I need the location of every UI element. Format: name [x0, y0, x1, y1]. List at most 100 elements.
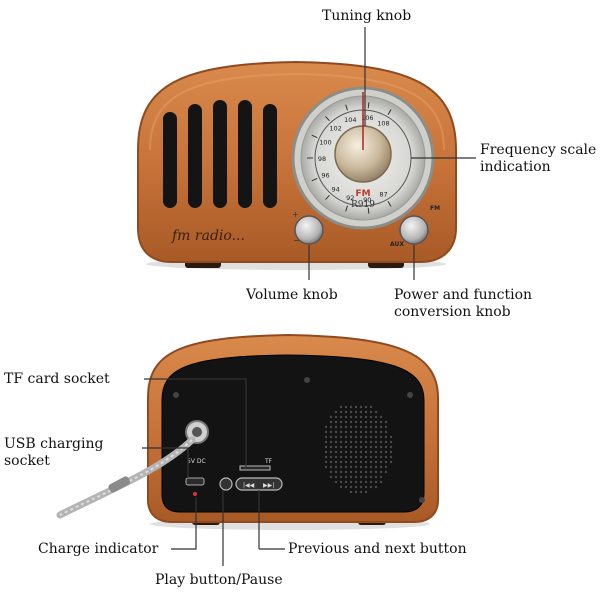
speaker-hole	[364, 440, 368, 444]
speaker-hole	[329, 415, 333, 419]
speaker-hole	[389, 435, 393, 439]
speaker-hole	[349, 455, 353, 459]
speaker-hole	[354, 490, 358, 494]
speaker-hole	[329, 460, 333, 464]
speaker-hole	[354, 460, 358, 464]
speaker-hole	[329, 455, 333, 459]
dial-number: 106	[361, 114, 373, 122]
speaker-hole	[329, 445, 333, 449]
speaker-hole	[364, 475, 368, 479]
speaker-hole	[349, 425, 353, 429]
speaker-hole	[329, 470, 333, 474]
speaker-hole	[374, 475, 378, 479]
speaker-hole	[379, 415, 383, 419]
speaker-hole	[384, 440, 388, 444]
dial-tick	[345, 104, 348, 111]
speaker-hole	[349, 485, 353, 489]
speaker-hole	[349, 470, 353, 474]
speaker-hole	[379, 425, 383, 429]
speaker-hole	[359, 490, 363, 494]
speaker-hole	[359, 420, 363, 424]
speaker-hole	[344, 430, 348, 434]
speaker-hole	[374, 440, 378, 444]
speaker-hole	[369, 405, 373, 409]
power-function-knob[interactable]	[399, 215, 429, 245]
speaker-hole	[344, 405, 348, 409]
speaker-hole	[334, 445, 338, 449]
speaker-hole	[334, 465, 338, 469]
speaker-hole	[354, 475, 358, 479]
speaker-hole	[374, 470, 378, 474]
volume-knob[interactable]	[294, 215, 324, 245]
speaker-hole	[339, 460, 343, 464]
speaker-hole	[354, 440, 358, 444]
brand-script: fm radio...	[171, 228, 245, 244]
aux-label: AUX	[390, 241, 404, 248]
speaker-hole	[359, 475, 363, 479]
speaker-hole	[354, 455, 358, 459]
speaker-hole	[334, 430, 338, 434]
speaker-hole	[359, 480, 363, 484]
speaker-hole	[369, 445, 373, 449]
speaker-hole	[339, 445, 343, 449]
label-usb-charging-socket: USB charging socket	[4, 436, 104, 469]
dial-tick	[387, 109, 392, 115]
speaker-hole	[344, 445, 348, 449]
speaker-hole	[379, 445, 383, 449]
speaker-hole	[374, 415, 378, 419]
speaker-hole	[359, 450, 363, 454]
speaker-hole	[334, 410, 338, 414]
speaker-hole	[364, 405, 368, 409]
speaker-hole	[354, 480, 358, 484]
speaker-hole	[354, 465, 358, 469]
speaker-hole	[369, 415, 373, 419]
speaker-hole	[344, 435, 348, 439]
dial-tick	[345, 205, 348, 212]
speaker-hole	[379, 450, 383, 454]
speaker-hole	[359, 460, 363, 464]
play-pause-button[interactable]	[219, 477, 233, 491]
speaker-hole	[364, 455, 368, 459]
speaker-hole	[339, 480, 343, 484]
svg-text:+: +	[292, 210, 299, 219]
tf-card-socket[interactable]	[239, 465, 271, 471]
speaker-hole	[344, 440, 348, 444]
speaker-hole	[369, 480, 373, 484]
label-charge-indicator: Charge indicator	[38, 541, 159, 557]
dial-tick	[325, 194, 330, 200]
svg-text:▶▶|: ▶▶|	[263, 482, 274, 489]
speaker-hole	[364, 410, 368, 414]
dial-number: 104	[344, 116, 356, 124]
speaker-hole	[334, 460, 338, 464]
back-panel	[161, 354, 425, 513]
speaker-hole	[369, 425, 373, 429]
speaker-hole	[369, 450, 373, 454]
speaker-hole	[354, 435, 358, 439]
speaker-hole	[324, 425, 328, 429]
speaker-hole	[349, 405, 353, 409]
speaker-hole	[354, 425, 358, 429]
speaker-hole	[384, 425, 388, 429]
speaker-hole	[359, 470, 363, 474]
speaker-hole	[364, 485, 368, 489]
speaker-hole	[364, 435, 368, 439]
speaker-hole	[349, 435, 353, 439]
speaker-hole	[389, 450, 393, 454]
speaker-hole	[359, 405, 363, 409]
speaker-hole	[374, 445, 378, 449]
speaker-hole	[324, 440, 328, 444]
speaker-hole	[384, 470, 388, 474]
speaker-hole	[379, 455, 383, 459]
speaker-hole	[339, 430, 343, 434]
fm-small-label: FM	[430, 205, 440, 212]
speaker-hole	[364, 460, 368, 464]
speaker-hole	[349, 415, 353, 419]
speaker-hole	[359, 425, 363, 429]
speaker-hole	[369, 470, 373, 474]
speaker-hole	[384, 455, 388, 459]
speaker-hole	[364, 480, 368, 484]
speaker-hole	[369, 430, 373, 434]
usb-charging-socket[interactable]	[185, 477, 205, 486]
speaker-hole	[359, 465, 363, 469]
